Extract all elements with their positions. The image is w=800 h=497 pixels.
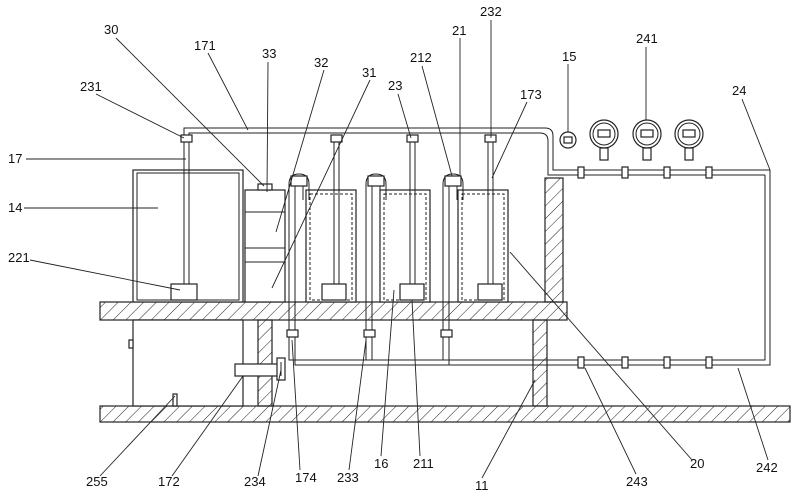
label-17: 17 bbox=[8, 151, 22, 166]
tank-c bbox=[457, 189, 509, 303]
right-wall-lower bbox=[532, 319, 548, 407]
label-171: 171 bbox=[194, 38, 216, 53]
top-pipe-171 bbox=[183, 127, 770, 171]
tank-b bbox=[379, 189, 431, 303]
left-support-column bbox=[257, 319, 273, 407]
siphon-tube-a bbox=[288, 173, 310, 338]
label-243: 243 bbox=[626, 474, 648, 489]
gauge-241-b bbox=[632, 119, 662, 161]
label-172: 172 bbox=[158, 474, 180, 489]
label-24: 24 bbox=[732, 83, 746, 98]
label-231: 231 bbox=[80, 79, 102, 94]
label-21: 21 bbox=[452, 23, 466, 38]
gauge-241-a bbox=[589, 119, 619, 161]
label-211: 211 bbox=[413, 456, 434, 471]
pump-211 bbox=[399, 283, 425, 301]
left-cabinet-lower bbox=[132, 319, 244, 407]
label-11: 11 bbox=[475, 478, 489, 493]
right-loop-pipe-24 bbox=[450, 175, 766, 361]
label-15: 15 bbox=[562, 49, 576, 64]
label-23: 23 bbox=[388, 78, 402, 93]
label-232: 232 bbox=[480, 4, 502, 19]
bottom-manifold bbox=[288, 338, 450, 361]
pump-221 bbox=[170, 283, 198, 301]
gauge-241-c bbox=[674, 119, 704, 161]
leader-lines bbox=[24, 20, 771, 479]
label-32: 32 bbox=[314, 55, 328, 70]
label-221: 221 bbox=[8, 250, 30, 265]
label-30: 30 bbox=[104, 22, 118, 37]
siphon-tube-c bbox=[442, 173, 464, 338]
label-233: 233 bbox=[337, 470, 359, 485]
label-242: 242 bbox=[756, 460, 778, 475]
label-255: 255 bbox=[86, 474, 108, 489]
cabinet-latch bbox=[128, 339, 134, 349]
filter-housing-33 bbox=[244, 189, 286, 303]
label-16: 16 bbox=[374, 456, 388, 471]
label-33: 33 bbox=[262, 46, 276, 61]
upper-shelf-plate bbox=[99, 301, 568, 321]
label-174: 174 bbox=[295, 470, 317, 485]
callout-labels: 30 171 33 32 31 23 212 21 232 15 241 173… bbox=[8, 4, 778, 493]
label-31: 31 bbox=[362, 65, 376, 80]
label-173: 173 bbox=[520, 87, 542, 102]
right-wall bbox=[544, 177, 564, 303]
pump-tank-c bbox=[477, 283, 503, 301]
tank-14 bbox=[132, 169, 244, 303]
outlet-pipe-172 bbox=[234, 363, 282, 377]
base-plate bbox=[99, 405, 791, 423]
pump-tank-a bbox=[321, 283, 347, 301]
label-241: 241 bbox=[636, 31, 658, 46]
label-20: 20 bbox=[690, 456, 704, 471]
tank-a bbox=[305, 189, 357, 303]
drain-plug bbox=[172, 393, 178, 407]
siphon-tube-b bbox=[365, 173, 387, 338]
filter-cap bbox=[257, 183, 273, 191]
label-234: 234 bbox=[244, 474, 266, 489]
label-14: 14 bbox=[8, 200, 22, 215]
label-212: 212 bbox=[410, 50, 432, 65]
